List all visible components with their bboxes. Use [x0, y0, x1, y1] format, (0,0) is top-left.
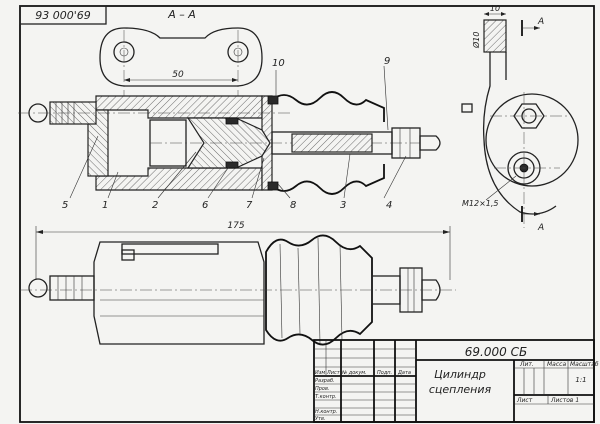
part-number-6: 6	[202, 200, 208, 211]
tb-title-line2: сцепления	[429, 383, 492, 396]
dimension-50: 50	[124, 70, 238, 82]
tb-row-prov: Пров.	[315, 386, 330, 392]
part-number-8: 8	[290, 200, 296, 211]
rubber-boot	[267, 91, 385, 195]
dim-50-text: 50	[172, 70, 184, 80]
part-number-9: 9	[384, 56, 390, 67]
tb-col-list: Лист	[326, 370, 341, 376]
tb-lit-label: Лит.	[519, 361, 534, 368]
tb-scale-value: 1:1	[575, 376, 586, 384]
dim-175-text: 175	[227, 221, 244, 231]
tb-col-izm: Изм	[315, 370, 325, 376]
tb-sheets-label: Листов 1	[550, 397, 579, 404]
tb-col-sign: Подп.	[377, 370, 392, 376]
part-number-5: 5	[62, 200, 68, 211]
part-number-10: 10	[272, 58, 285, 69]
tb-row-nkontr: Н.контр.	[315, 409, 337, 415]
tb-row-tkontr: Т.контр.	[315, 394, 337, 400]
section-label: А – А	[167, 8, 196, 21]
top-code: 93 000'69	[35, 9, 91, 22]
part-number-3: 3	[340, 200, 346, 211]
mounting-flange	[99, 27, 263, 96]
tb-title-line1: Цилиндр	[434, 368, 486, 381]
section-view: 50	[18, 27, 441, 211]
tb-sheet-label: Лист	[516, 397, 533, 404]
tb-code: 69.000 СБ	[465, 345, 527, 359]
tb-scale-label: Масштаб	[570, 361, 599, 368]
cut-label-top: А	[537, 17, 544, 27]
bleeder-fitting	[18, 101, 290, 125]
part-leaders	[69, 65, 407, 199]
title-block: 69.000 СБ Изм Лист № докум. Подп. Дата Р…	[313, 339, 599, 423]
side-view: 10 Ø10 А А М12×1,5	[461, 4, 579, 233]
tb-row-razrab: Разраб.	[315, 378, 335, 384]
piston	[149, 117, 420, 169]
sheet-frame	[19, 5, 595, 423]
tb-mass-label: Масса	[547, 361, 566, 368]
dim-phi10-text: Ø10	[471, 32, 481, 49]
exterior-view: 175	[20, 221, 456, 346]
pushrod	[271, 127, 441, 159]
tb-row-utv: Утв.	[315, 416, 326, 422]
tb-col-date: Дата	[397, 370, 411, 376]
top-code-box: 93 000'69	[19, 5, 107, 25]
thread-label: М12×1,5	[462, 199, 499, 208]
part-number-2: 2	[152, 200, 158, 211]
part-number-1: 1	[102, 200, 108, 211]
cut-label-bottom: А	[537, 223, 544, 233]
dim-10-text: 10	[490, 4, 500, 13]
part-number-7: 7	[246, 200, 253, 211]
tb-col-doc: № докум.	[341, 370, 367, 376]
part-number-4: 4	[386, 200, 392, 211]
